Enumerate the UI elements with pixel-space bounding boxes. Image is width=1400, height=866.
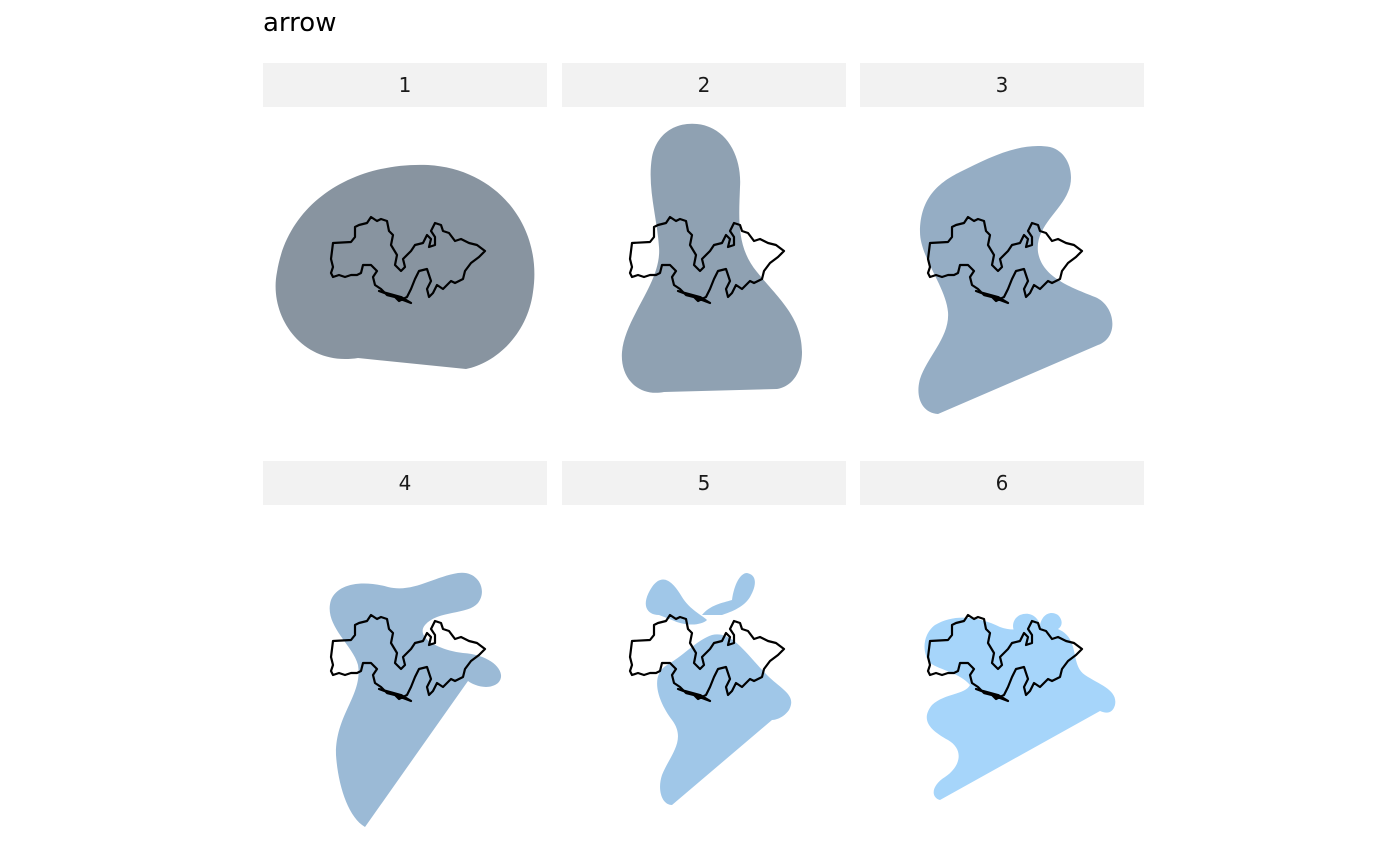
facet-strip-6: 6 bbox=[860, 461, 1144, 505]
blob-shape-5 bbox=[657, 634, 792, 805]
facet-strip-1: 1 bbox=[263, 63, 547, 107]
panel-plot-4 bbox=[329, 572, 502, 827]
blob-shape-4 bbox=[329, 572, 502, 827]
facet-panel-4: 4 bbox=[263, 461, 547, 850]
facet-strip-5: 5 bbox=[562, 461, 846, 505]
panel-plot-3 bbox=[918, 146, 1113, 415]
blob-shape-2 bbox=[621, 123, 802, 393]
facet-panel-5: 5 bbox=[562, 461, 846, 850]
region-outline bbox=[926, 215, 1084, 305]
region-outline bbox=[329, 613, 487, 703]
region-outline bbox=[628, 613, 786, 703]
facet-panel-6: 6 bbox=[860, 461, 1144, 850]
plot-title: arrow bbox=[263, 8, 337, 38]
blob-shape-3 bbox=[918, 146, 1113, 415]
facet-strip-2: 2 bbox=[562, 63, 846, 107]
outline-shape-3 bbox=[926, 215, 1084, 305]
facet-panel-1: 1 bbox=[263, 63, 547, 452]
outline-shape-1 bbox=[329, 215, 487, 305]
outline-shape-2 bbox=[628, 215, 786, 305]
outline-shape-5 bbox=[628, 613, 786, 703]
facet-strip-3: 3 bbox=[860, 63, 1144, 107]
blob-shape-5b bbox=[645, 579, 707, 625]
outline-shape-4 bbox=[329, 613, 487, 703]
panel-plot-6 bbox=[924, 613, 1116, 800]
region-outline bbox=[926, 613, 1084, 703]
panel-plot-5 bbox=[628, 573, 792, 805]
facet-strip-4: 4 bbox=[263, 461, 547, 505]
panel-plot-2 bbox=[621, 123, 802, 393]
blob-shape-6 bbox=[924, 617, 1116, 800]
outline-shape-6 bbox=[926, 613, 1084, 703]
facet-panel-3: 3 bbox=[860, 63, 1144, 452]
blob-shape-5c bbox=[702, 573, 755, 615]
region-outline bbox=[628, 215, 786, 305]
region-outline bbox=[329, 215, 487, 305]
panel-plot-1 bbox=[275, 164, 535, 369]
facet-panel-2: 2 bbox=[562, 63, 846, 452]
